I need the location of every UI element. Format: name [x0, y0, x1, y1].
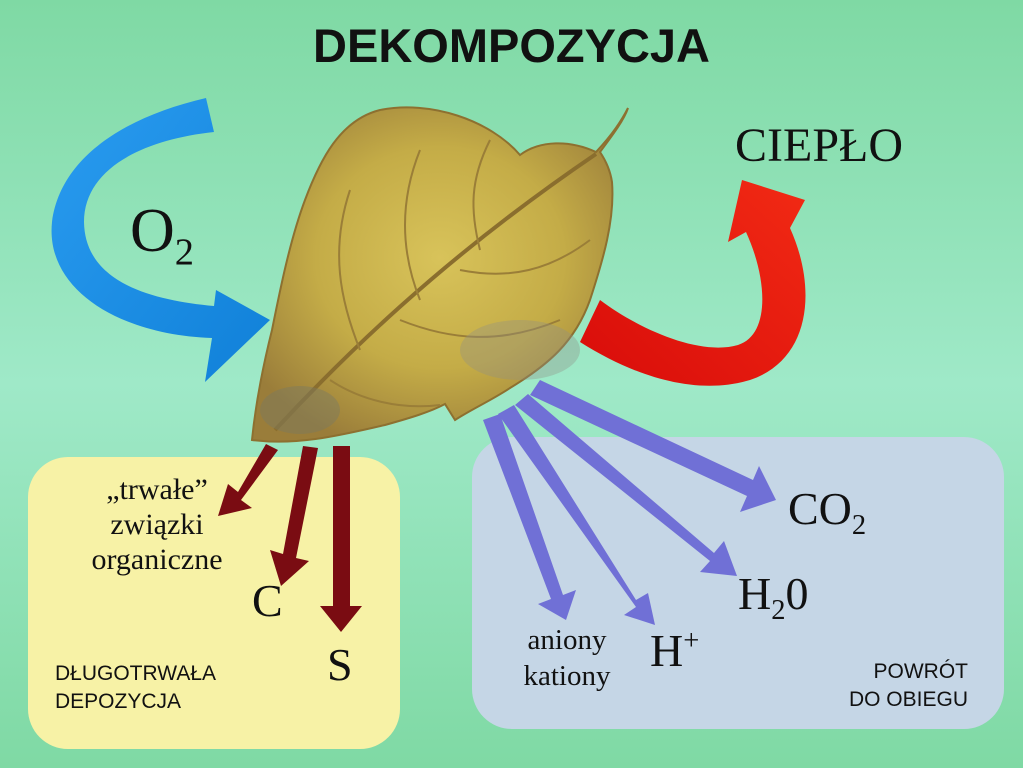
cycle-caption: POWRÓT DO OBIEGU: [818, 658, 968, 714]
oxygen-subscript: 2: [174, 231, 194, 274]
arrow-to-hydrogen-ion: [498, 405, 655, 625]
arrow-to-ions: [483, 414, 576, 620]
oxygen-label: O2: [130, 196, 194, 272]
arrow-to-water: [515, 394, 737, 576]
deposition-caption-line-1: DŁUGOTRWAŁA: [55, 662, 217, 685]
arrow-to-carbon: [270, 446, 318, 586]
arrow-to-sulfur: [320, 446, 362, 632]
hydrogen-charge: +: [683, 625, 700, 657]
cycle-caption-line-2: DO OBIEGU: [848, 688, 968, 711]
water-o: 0: [785, 568, 809, 619]
deposition-caption: DŁUGOTRWAŁA DEPOZYCJA: [55, 660, 216, 716]
compounds-label: „trwałe” związki organiczne: [76, 472, 238, 577]
sulfur-label: S: [327, 639, 353, 690]
heat-label: CIEPŁO: [735, 119, 903, 172]
ions-line-1: aniony: [527, 624, 607, 656]
ions-label: aniony kationy: [510, 622, 624, 694]
carbon-label: C: [252, 575, 283, 626]
page-title: DEKOMPOZYCJA: [313, 19, 710, 72]
water-subscript: 2: [771, 595, 786, 627]
hydrogen-symbol: H: [650, 625, 684, 676]
leaf-image: [250, 106, 629, 443]
arrow-to-co2: [530, 380, 776, 512]
cycle-box: [472, 437, 1004, 729]
co2-subscript: 2: [851, 510, 867, 542]
oxygen-symbol: O: [130, 197, 175, 265]
compounds-line-2: związki: [110, 508, 204, 541]
deposition-box: [28, 457, 400, 749]
ions-line-2: kationy: [523, 660, 611, 692]
deposition-caption-line-2: DEPOZYCJA: [55, 690, 182, 713]
cycle-caption-line-1: POWRÓT: [873, 660, 969, 683]
water-label: H20: [738, 567, 809, 625]
compounds-line-3: organiczne: [91, 543, 223, 576]
hydrogen-ion-label: H+: [650, 624, 699, 677]
co2-label: CO2: [788, 482, 866, 540]
water-h: H: [738, 568, 772, 619]
compounds-line-1: „trwałe”: [106, 473, 208, 506]
co2-symbol: CO: [788, 483, 852, 534]
oxygen-arrow: [51, 98, 270, 382]
arrow-to-compounds: [218, 444, 278, 516]
heat-arrow: [580, 180, 806, 386]
